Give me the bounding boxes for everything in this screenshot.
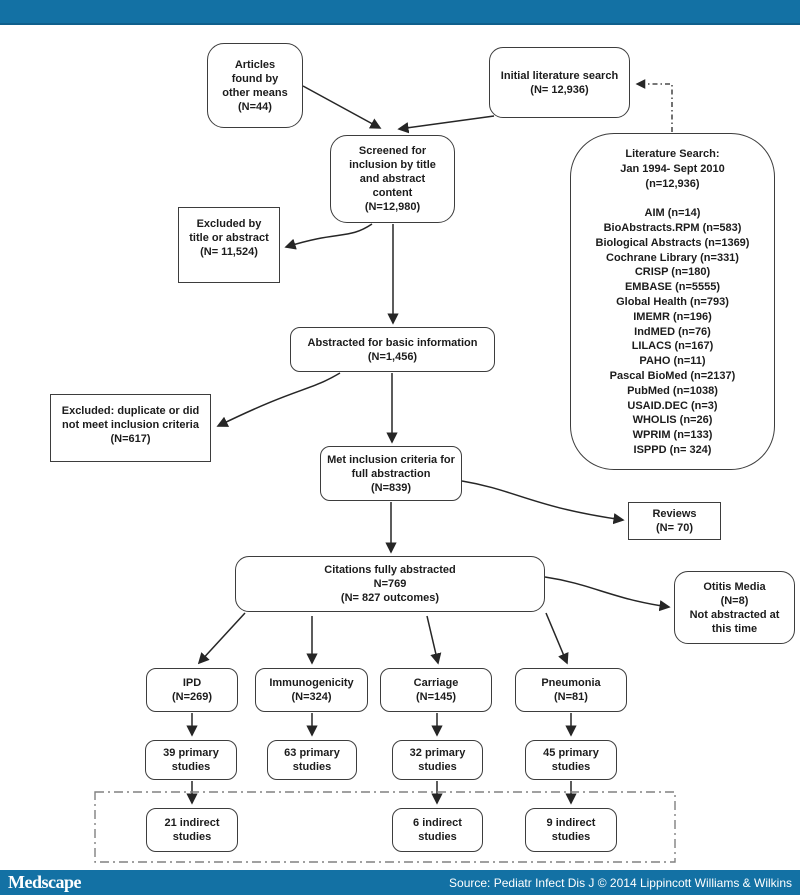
node-excluded-by-title-abstract: Excluded by title or abstract (N= 11,524… [178, 207, 280, 283]
node-citations-fully-abstracted: Citations fully abstracted N=769 (N= 827… [235, 556, 545, 612]
node-pneumonia-indirect-studies: 9 indirect studies [525, 808, 617, 852]
node-abstracted-basic-information: Abstracted for basic information (N=1,45… [290, 327, 495, 372]
node-screened-for-inclusion: Screened for inclusion by title and abst… [330, 135, 455, 223]
node-met-inclusion-criteria: Met inclusion criteria for full abstract… [320, 446, 462, 501]
node-carriage-primary-studies: 32 primary studies [392, 740, 483, 780]
node-ipd-indirect-studies: 21 indirect studies [146, 808, 238, 852]
node-reviews: Reviews (N= 70) [628, 502, 721, 540]
node-initial-literature-search: Initial literature search (N= 12,936) [489, 47, 630, 118]
node-articles-other-means: Articles found by other means (N=44) [207, 43, 303, 128]
node-pneumonia-primary-studies: 45 primary studies [525, 740, 617, 780]
node-carriage-indirect-studies: 6 indirect studies [392, 808, 483, 852]
node-excluded-duplicate: Excluded: duplicate or did not meet incl… [50, 394, 211, 462]
node-immunogenicity-primary-studies: 63 primary studies [267, 740, 357, 780]
node-carriage: Carriage (N=145) [380, 668, 492, 712]
node-otitis-media: Otitis Media (N=8) Not abstracted at thi… [674, 571, 795, 644]
node-ipd: IPD (N=269) [146, 668, 238, 712]
node-pneumonia: Pneumonia (N=81) [515, 668, 627, 712]
top-brand-bar [0, 0, 800, 25]
source-citation: Source: Pediatr Infect Dis J © 2014 Lipp… [449, 875, 792, 890]
medscape-logo: Medscape [8, 872, 81, 892]
footer-bar: Medscape Source: Pediatr Infect Dis J © … [0, 870, 800, 895]
node-immunogenicity: Immunogenicity (N=324) [255, 668, 368, 712]
node-literature-search-panel: Literature Search: Jan 1994- Sept 2010 (… [570, 133, 775, 470]
node-ipd-primary-studies: 39 primary studies [145, 740, 237, 780]
